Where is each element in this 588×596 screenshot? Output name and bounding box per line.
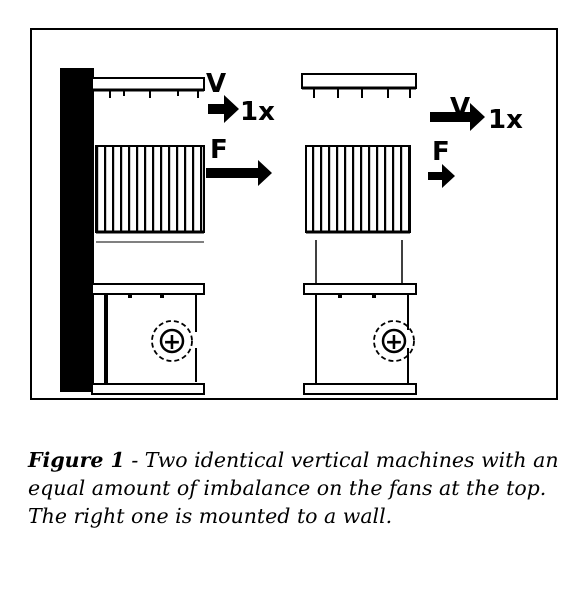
left-force-label: F [210,135,228,165]
right-motor [305,145,411,233]
svg-text:+: + [163,330,181,355]
machines-diagram: + V 1x F [60,68,523,395]
figure-caption: Figure 1 - Two identical vertical machin… [28,446,568,530]
right-force-label: F [432,137,450,167]
right-velocity-arrow [430,103,485,131]
left-imbalance-icon: + [151,320,193,362]
left-machine: + V 1x F [91,69,275,395]
right-base [303,283,417,395]
figure-frame: + V 1x F [30,28,558,400]
left-multiplier-label: 1x [240,97,275,127]
right-fan [301,73,417,98]
right-imbalance-icon: + [373,320,415,362]
right-force-arrow [428,164,455,188]
right-machine: + V 1x F [301,73,523,395]
left-fan [91,77,205,98]
left-base [91,283,205,395]
left-velocity-label: V [206,69,226,99]
right-multiplier-label: 1x [488,105,523,135]
figure-caption-label: Figure 1 [28,448,125,472]
figure-caption-text: - Two identical vertical machines with a… [28,448,559,528]
left-velocity-arrow [208,95,239,123]
svg-text:+: + [385,330,403,355]
left-motor [95,145,205,233]
left-force-arrow [206,160,272,186]
wall [60,68,94,392]
